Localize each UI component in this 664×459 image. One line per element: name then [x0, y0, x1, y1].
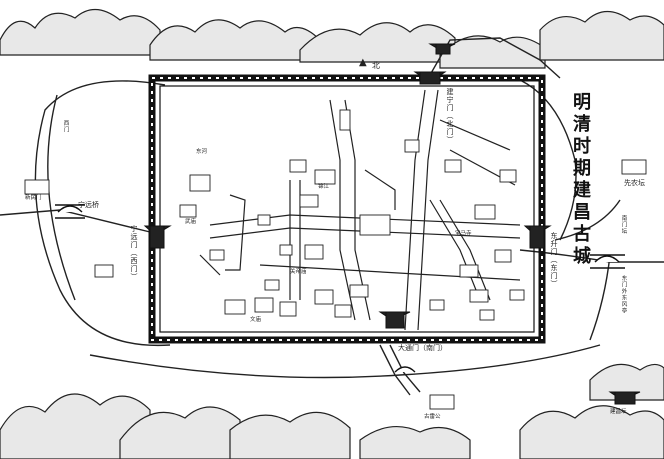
mountain-range-top [0, 8, 664, 69]
confucian-temple-label: 文庙 [250, 317, 262, 323]
bridges [55, 204, 625, 373]
mountain-range-bottom [0, 363, 664, 459]
jinjiang-label: 锦江 [318, 184, 330, 190]
donghe-label: 东河 [196, 149, 208, 155]
west-gate-small-label: 西门 [62, 120, 69, 133]
south-altar-label: 南门坛 [620, 215, 627, 235]
xinmin-gate-label: 新民门 [25, 195, 42, 201]
gu-leigong-label: 古雷公 [424, 414, 441, 420]
north-gate-label: 建宁门（北门） [446, 88, 454, 144]
buildings [24, 109, 647, 410]
east-pavilion-label: 东门外东风亭 [620, 275, 627, 314]
baoma-temple-label: 宝马寺 [455, 231, 472, 237]
west-gate-label: 宁远门（西门） [130, 225, 138, 281]
gate-towers [143, 43, 641, 405]
map-title: 明清时期建昌古城 [570, 92, 591, 268]
north-arrow-icon: ▲ [359, 57, 367, 68]
east-gate-label: 东升门（东门） [550, 232, 558, 288]
city-wall [148, 74, 546, 344]
ningyuan-bridge-label: 宁远桥 [78, 201, 99, 209]
jianchang-altar-label: 建昌坛 [610, 409, 627, 415]
guandi-temple-label: 关帝庙 [290, 269, 307, 275]
wu-temple-label: 武庙 [185, 219, 197, 225]
xiannong-altar-label: 先农坛 [624, 179, 645, 187]
north-label: 北 [372, 61, 380, 70]
south-gate-label: 大通门（南门） [398, 344, 447, 352]
